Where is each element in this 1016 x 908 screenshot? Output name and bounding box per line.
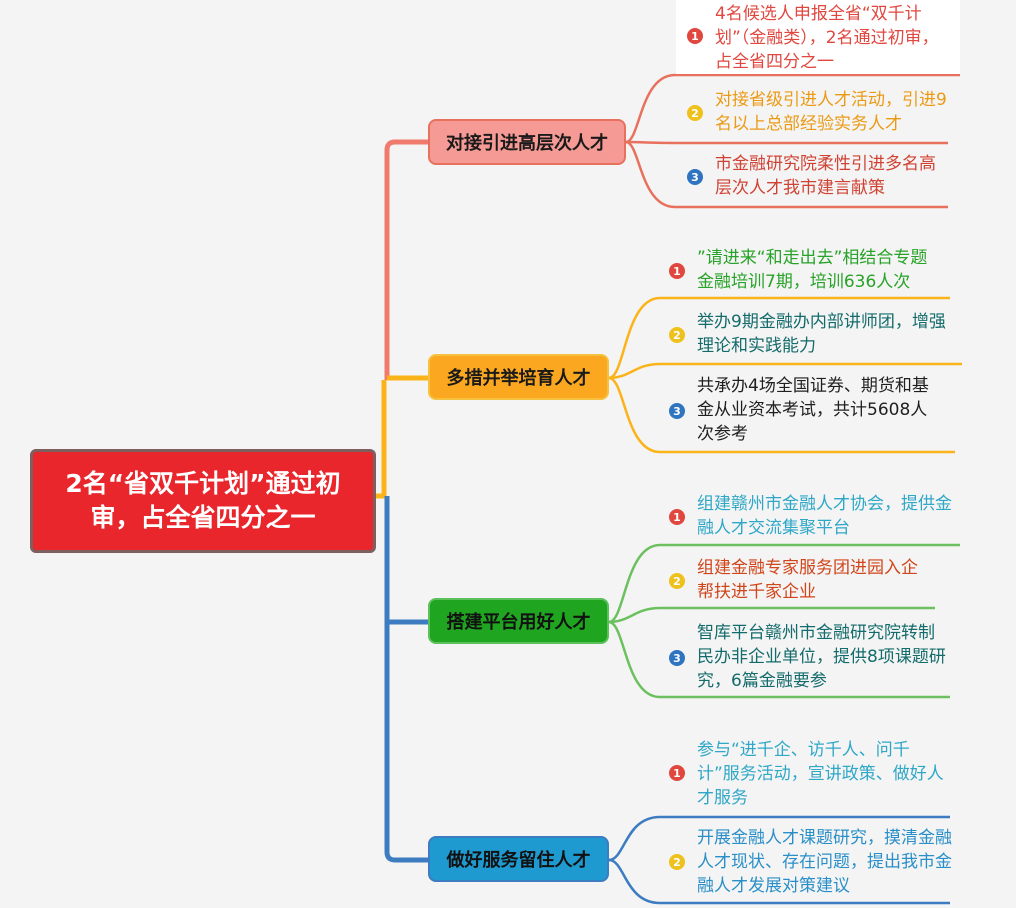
number-3-icon: 3 bbox=[687, 169, 703, 185]
leaf-recruit-3: 市金融研究院柔性引进多名高层次人才我市建言献策 bbox=[715, 154, 936, 198]
number-2-icon: 2 bbox=[669, 854, 685, 870]
number-1-icon: 1 bbox=[669, 263, 685, 279]
leaf-recruit-1: 4名候选人申报全省“双千计划”（金融类），2名通过初审，占全省四分之一 bbox=[715, 4, 939, 72]
leaf-cultivate-3: 共承办4场全国证券、期货和基金从业资本考试，共计5608人次参考 bbox=[697, 376, 929, 444]
number-3-icon: 3 bbox=[669, 650, 685, 666]
branch-node-recruit: 对接引进高层次人才 bbox=[428, 119, 626, 165]
leaf-platform-2: 组建金融专家服务团进园入企帮扶进千家企业 bbox=[697, 558, 918, 602]
leaf-platform-1: 组建赣州市金融人才协会，提供金融人才交流集聚平台 bbox=[697, 494, 952, 538]
number-1-icon: 1 bbox=[669, 509, 685, 525]
number-2-icon: 2 bbox=[669, 573, 685, 589]
number-1-icon: 1 bbox=[669, 765, 685, 781]
leaf-recruit-2: 对接省级引进人才活动，引进9名以上总部经验实务人才 bbox=[715, 90, 947, 134]
root-node: 2名“省双千计划”通过初审，占全省四分之一 bbox=[30, 449, 376, 553]
branch-node-cultivate: 多措并举培育人才 bbox=[428, 354, 609, 400]
leaf-service-1: 参与“进千企、访千人、问千计”服务活动，宣讲政策、做好人才服务 bbox=[697, 740, 944, 808]
leaf-service-2: 开展金融人才课题研究，摸清金融人才现状、存在问题，提出我市金融人才发展对策建议 bbox=[697, 828, 952, 896]
leaf-cultivate-2: 举办9期金融办内部讲师团，增强理论和实践能力 bbox=[697, 312, 946, 356]
number-3-icon: 3 bbox=[669, 403, 685, 419]
number-2-icon: 2 bbox=[687, 105, 703, 121]
number-2-icon: 2 bbox=[669, 327, 685, 343]
number-1-icon: 1 bbox=[687, 28, 703, 44]
leaf-platform-3: 智库平台赣州市金融研究院转制民办非企业单位，提供8项课题研究，6篇金融要参 bbox=[697, 623, 946, 691]
leaf-cultivate-1: ”请进来“和走出去”相结合专题金融培训7期，培训636人次 bbox=[697, 248, 928, 292]
highlight-box bbox=[676, 0, 960, 74]
branch-node-service: 做好服务留住人才 bbox=[428, 836, 609, 882]
branch-node-platform: 搭建平台用好人才 bbox=[428, 598, 609, 644]
